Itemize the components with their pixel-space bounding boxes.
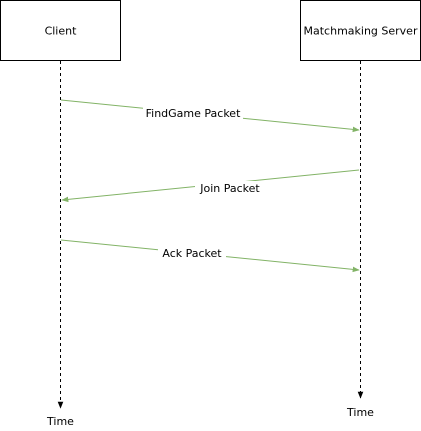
message-join-label-bg xyxy=(195,181,265,195)
message-ack-label: Ack Packet xyxy=(162,247,222,260)
message-findgame: FindGame Packet xyxy=(60,99,360,133)
server-time-label: Time xyxy=(346,406,374,419)
message-ack-label-bg xyxy=(158,246,226,260)
message-findgame-label-bg xyxy=(143,106,243,120)
message-join-label: Join Packet xyxy=(199,182,260,195)
client-time-label: Time xyxy=(46,415,74,428)
participant-client-label: Client xyxy=(45,25,78,38)
participant-server-label: Matchmaking Server xyxy=(304,25,418,38)
participant-client-box xyxy=(0,0,121,61)
message-findgame-label: FindGame Packet xyxy=(146,107,241,120)
participant-server: Matchmaking Server xyxy=(300,0,421,61)
message-join: Join Packet xyxy=(61,169,360,203)
message-ack: Ack Packet xyxy=(60,239,360,273)
participant-server-box xyxy=(300,0,421,61)
participant-client: Client xyxy=(0,0,121,61)
